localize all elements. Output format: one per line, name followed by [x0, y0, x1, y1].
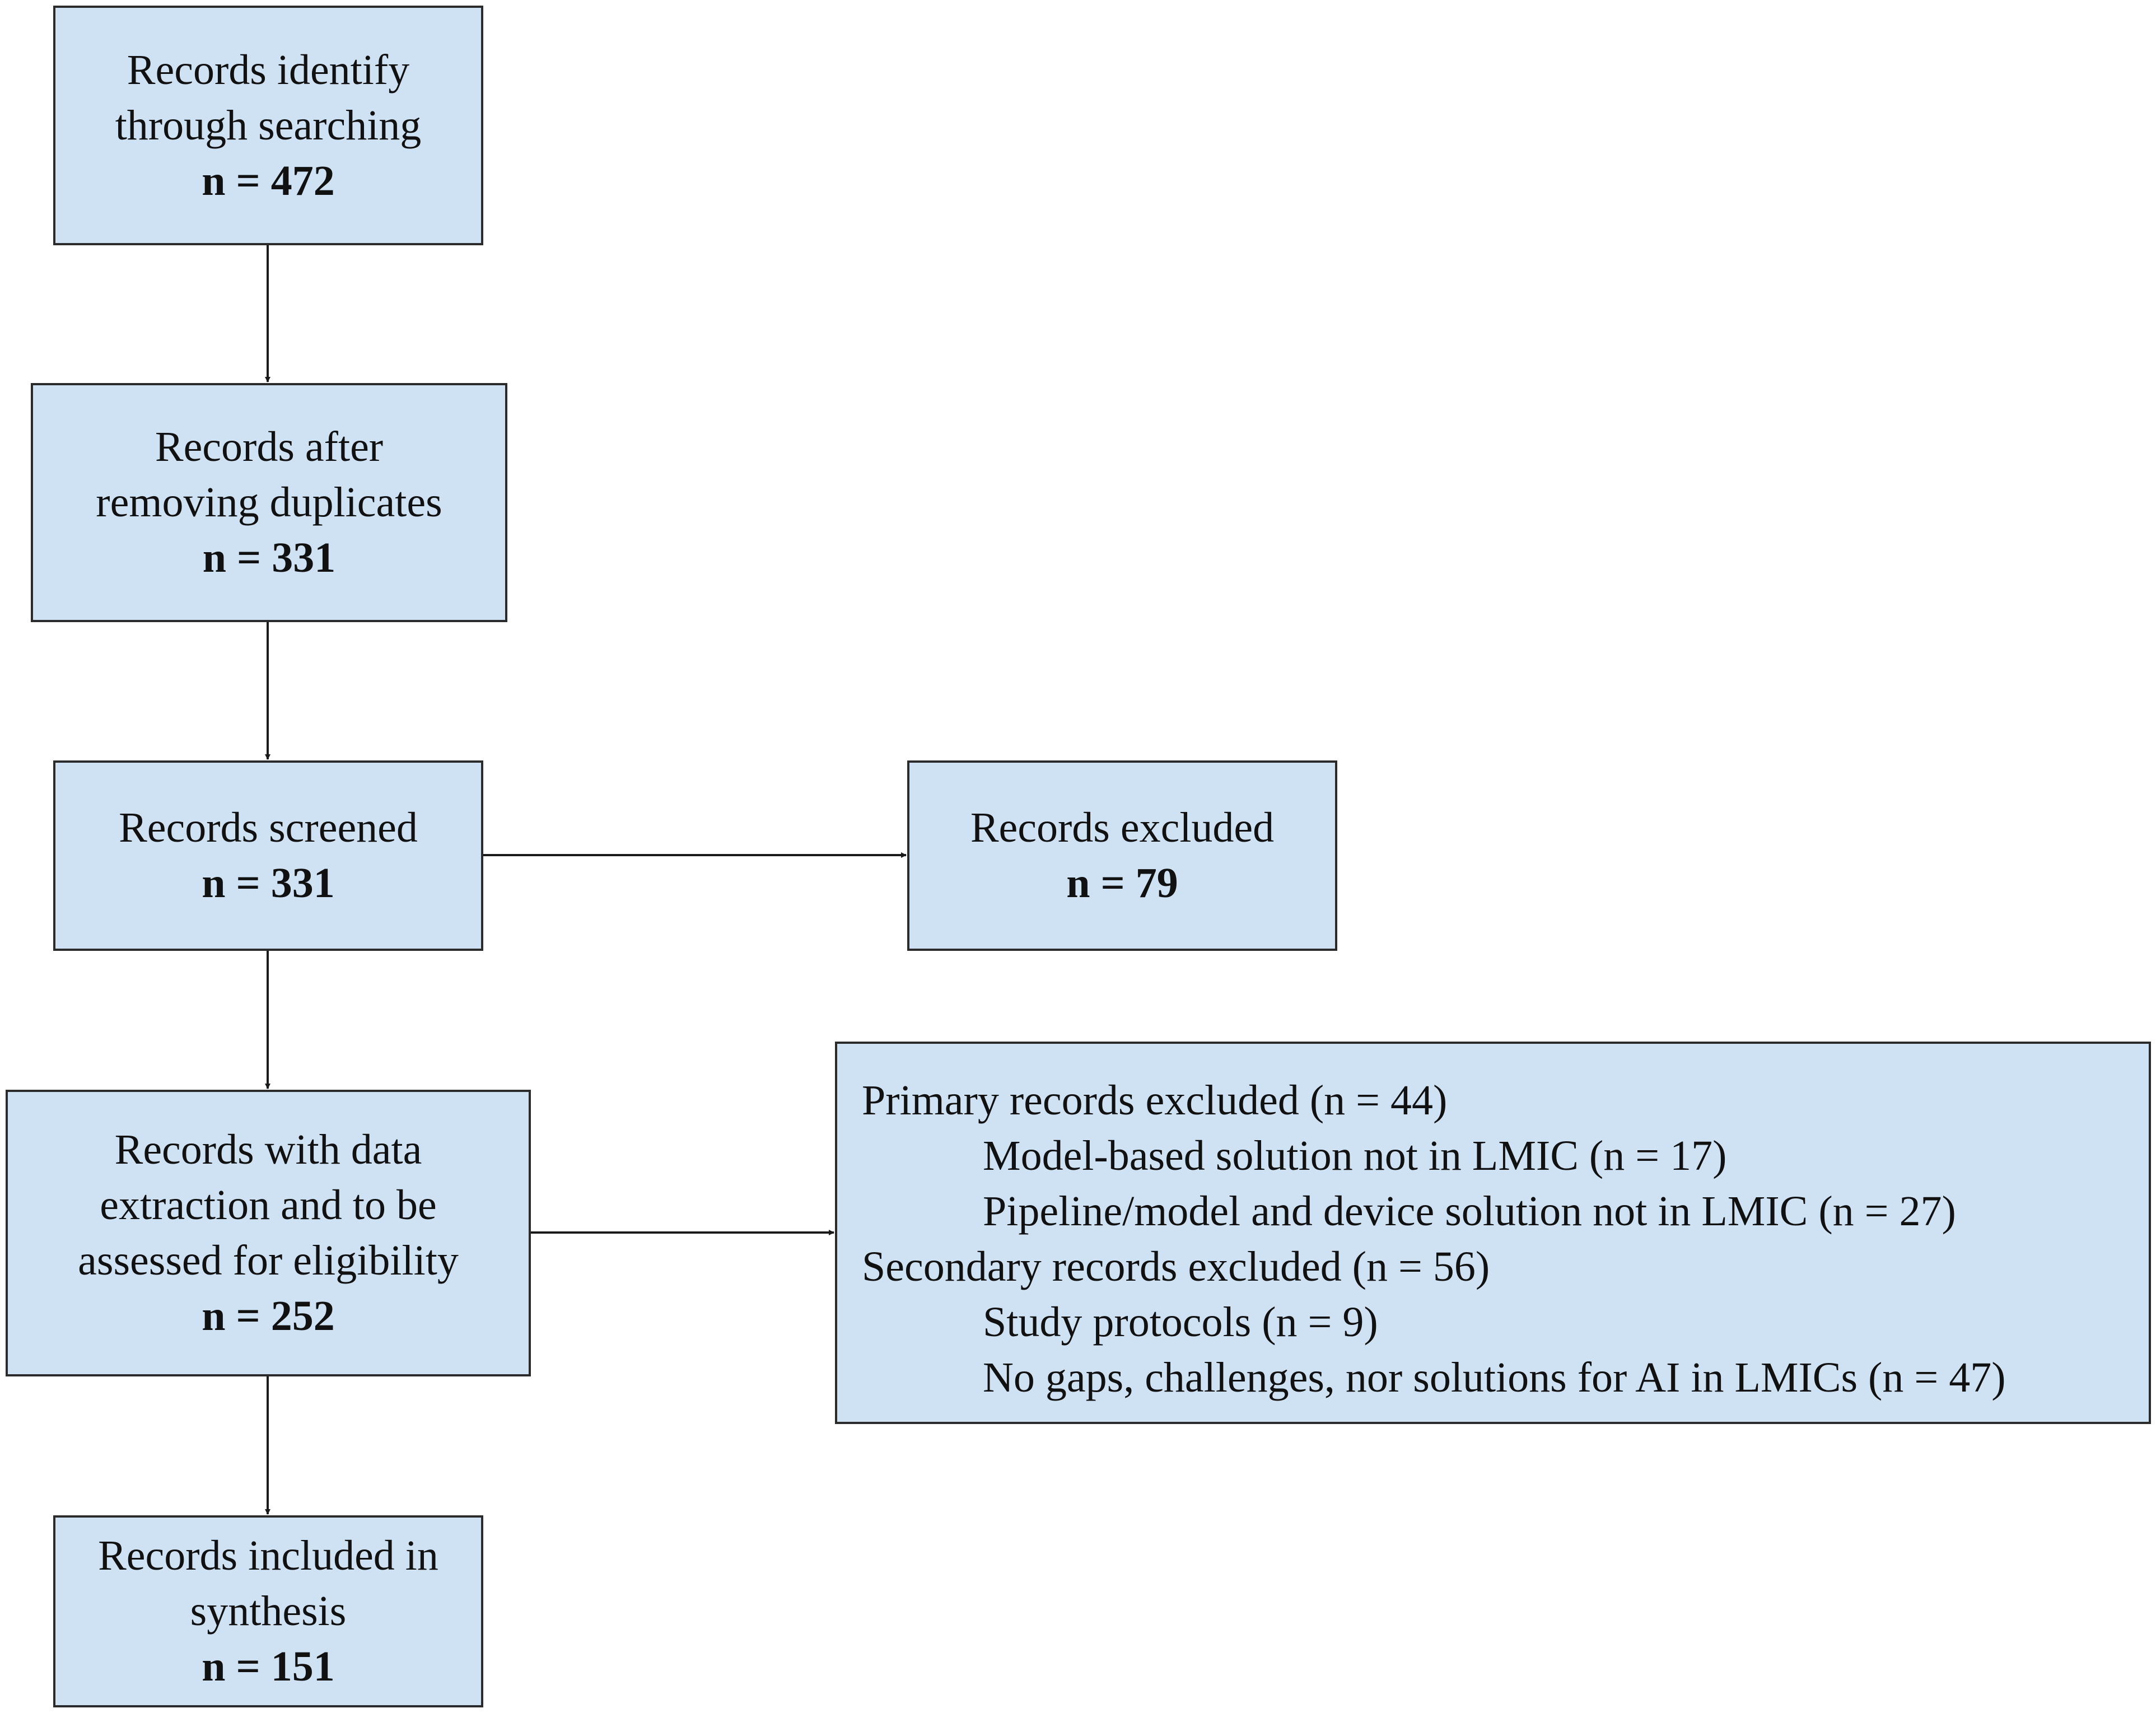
exclusion-reason-item: Study protocols (n = 9)	[983, 1299, 1378, 1346]
box-count: n = 331	[202, 860, 335, 907]
box-records-assessed: Records with data extraction and to be a…	[6, 1090, 531, 1376]
box-label-line: removing duplicates	[96, 479, 442, 526]
box-records-excluded: Records excluded n = 79	[907, 760, 1337, 951]
box-label-line: Records excluded	[970, 804, 1275, 851]
box-count: n = 79	[1066, 860, 1178, 907]
box-count: n = 151	[202, 1643, 335, 1690]
box-count: n = 331	[202, 534, 336, 581]
secondary-exclusions-heading: Secondary records excluded (n = 56)	[862, 1243, 1490, 1290]
box-count: n = 472	[202, 157, 335, 204]
box-records-deduplicated: Records after removing duplicates n = 33…	[31, 383, 507, 622]
box-label-line: Records after	[155, 423, 384, 470]
primary-exclusions-heading: Primary records excluded (n = 44)	[862, 1077, 1448, 1124]
box-label-line: synthesis	[190, 1588, 347, 1635]
box-records-included: Records included in synthesis n = 151	[53, 1515, 483, 1707]
box-label-line: Records screened	[119, 804, 418, 851]
box-label-line: through searching	[115, 101, 422, 149]
box-count: n = 252	[202, 1292, 335, 1339]
box-label-line: Records included in	[98, 1532, 438, 1579]
box-records-identified: Records identify through searching n = 4…	[53, 6, 483, 245]
box-records-screened: Records screened n = 331	[53, 760, 483, 951]
box-exclusion-reasons: Primary records excluded (n = 44) Model-…	[835, 1042, 2151, 1424]
box-label-line: Records identify	[127, 46, 410, 94]
exclusion-reason-item: Pipeline/model and device solution not i…	[983, 1188, 1956, 1235]
exclusion-reason-item: No gaps, challenges, nor solutions for A…	[983, 1354, 2006, 1401]
box-label-line: Records with data	[114, 1126, 422, 1173]
box-label-line: assessed for eligibility	[78, 1237, 459, 1284]
box-label-line: extraction and to be	[100, 1182, 437, 1229]
exclusion-reason-item: Model-based solution not in LMIC (n = 17…	[983, 1132, 1727, 1179]
